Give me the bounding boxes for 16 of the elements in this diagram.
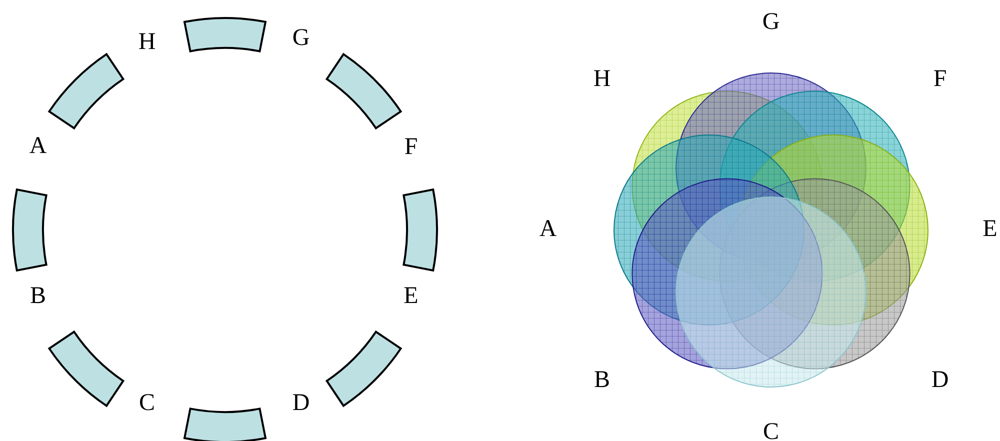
letter-label: B <box>594 368 610 392</box>
letter-label: G <box>292 26 310 50</box>
letter-label: C <box>139 391 155 415</box>
letter-label: F <box>933 67 947 91</box>
letter-label: F <box>404 135 418 159</box>
letter-label: D <box>292 391 310 415</box>
letter-label: E <box>404 284 418 308</box>
letter-label: A <box>539 217 557 241</box>
letter-label: B <box>30 284 46 308</box>
letter-label: C <box>763 420 779 441</box>
letter-label: G <box>762 10 780 34</box>
letter-label: A <box>29 134 47 158</box>
letter-label: D <box>931 368 949 392</box>
letter-label: H <box>138 30 156 54</box>
letter-label: H <box>593 67 611 91</box>
letter-label: E <box>982 217 998 241</box>
